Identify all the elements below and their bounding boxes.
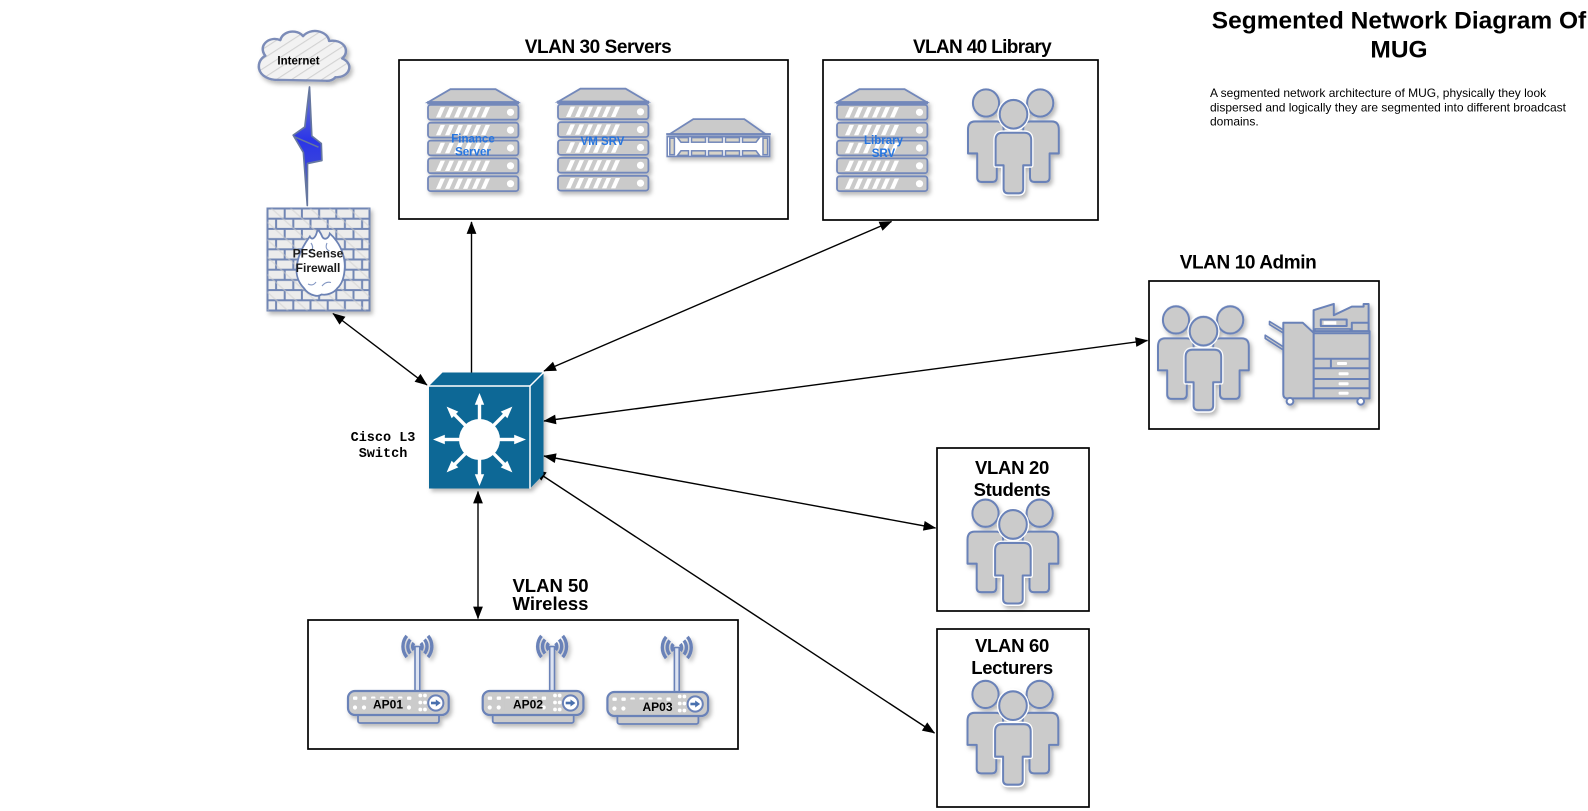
svg-text:Firewall: Firewall xyxy=(296,261,341,275)
svg-text:Internet: Internet xyxy=(277,56,319,68)
svg-text:AP02: AP02 xyxy=(513,698,543,712)
svg-text:domains.: domains. xyxy=(1210,115,1259,129)
svg-text:VM SRV: VM SRV xyxy=(581,136,625,148)
svg-text:VLAN 10 Admin: VLAN 10 Admin xyxy=(1180,253,1317,274)
svg-text:VLAN 40 Library: VLAN 40 Library xyxy=(913,37,1052,58)
svg-text:AP01: AP01 xyxy=(373,698,403,712)
svg-text:VLAN 50: VLAN 50 xyxy=(512,575,588,596)
svg-text:AP03: AP03 xyxy=(642,700,672,714)
svg-text:PFSense: PFSense xyxy=(293,246,344,260)
svg-text:Wireless: Wireless xyxy=(513,593,589,614)
svg-text:VLAN 20: VLAN 20 xyxy=(975,457,1049,478)
svg-text:Students: Students xyxy=(974,479,1051,500)
svg-text:Server: Server xyxy=(455,147,491,159)
svg-text:A segmented network architectu: A segmented network architecture of MUG,… xyxy=(1210,86,1547,100)
svg-text:Lecturers: Lecturers xyxy=(971,657,1053,678)
svg-text:Switch: Switch xyxy=(359,447,408,462)
svg-text:VLAN 60: VLAN 60 xyxy=(975,635,1049,656)
svg-text:Segmented Network Diagram Of: Segmented Network Diagram Of xyxy=(1212,8,1587,35)
svg-text:Library: Library xyxy=(864,135,904,147)
svg-text:VLAN 30 Servers: VLAN 30 Servers xyxy=(525,37,671,58)
svg-text:Finance: Finance xyxy=(451,134,494,146)
svg-text:MUG: MUG xyxy=(1370,37,1427,64)
svg-text:dispersed and logically they a: dispersed and logically they are segment… xyxy=(1210,100,1567,114)
svg-text:SRV: SRV xyxy=(872,148,896,160)
svg-text:Cisco L3: Cisco L3 xyxy=(351,431,416,446)
